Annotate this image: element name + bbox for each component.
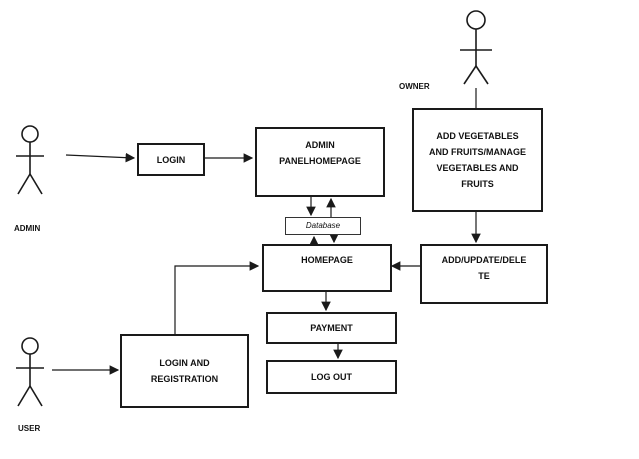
admin-panel-box-text: ADMIN PANELHOMEPAGE [279,140,361,166]
log-out-box-text: LOG OUT [311,372,352,382]
admin-actor-icon [16,125,44,195]
add-vegetables-box: ADD VEGETABLES AND FRUITS/MANAGE VEGETAB… [412,108,543,212]
login-registration-box: LOGIN AND REGISTRATION [120,334,249,408]
arrow-registration-to-homepage [174,261,260,334]
log-out-box: LOG OUT [266,360,397,394]
payment-box: PAYMENT [266,312,397,344]
owner-label: OWNER [399,82,430,91]
login-box-text: LOGIN [156,154,186,165]
arrow-admin-to-login [65,152,136,163]
user-label: USER [18,424,41,433]
add-update-delete-box-text: ADD/UPDATE/DELETE [441,255,527,281]
admin-panel-box: ADMIN PANELHOMEPAGE [255,127,385,197]
user-actor-icon [16,337,44,407]
login-registration-box-text: LOGIN AND REGISTRATION [150,358,219,384]
admin-label: ADMIN [14,224,41,233]
homepage-box-text: HOMEPAGE [301,255,353,265]
add-update-delete-box: ADD/UPDATE/DELETE [420,244,548,304]
homepage-box: HOMEPAGE [262,244,392,292]
owner-actor-icon [460,10,492,85]
login-box: LOGIN [137,143,205,176]
payment-box-text: PAYMENT [310,323,353,333]
database-box: Database [285,217,361,235]
add-vegetables-box-text: ADD VEGETABLES AND FRUITS/MANAGE VEGETAB… [429,131,526,189]
database-box-text: Database [305,221,341,230]
